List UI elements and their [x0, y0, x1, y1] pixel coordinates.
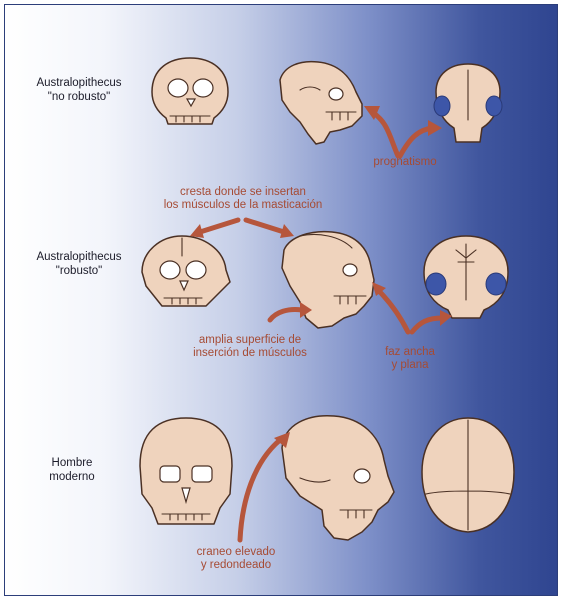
annotation-craneo-line1: craneo elevado [176, 546, 296, 559]
row-label-moderno: Hombre moderno [14, 456, 130, 484]
annotation-cresta-line2: los músculos de la masticación [118, 199, 368, 212]
skull-side-no-robusto [280, 62, 362, 144]
skull-top-no-robusto [434, 64, 502, 142]
row-label-robusto-line2: "robusto" [14, 264, 144, 278]
annotation-cara-line1: faz ancha [360, 346, 460, 359]
skull-top-robusto [424, 236, 508, 318]
annotation-craneo: craneo elevado y redondeado [176, 546, 296, 572]
skull-front-robusto [142, 236, 230, 306]
annotation-cresta-line1: cresta donde se insertan [118, 186, 368, 199]
annotation-superficie: amplia superficie de inserción de múscul… [160, 334, 340, 360]
annotation-superficie-line2: inserción de músculos [160, 347, 340, 360]
skull-side-moderno [282, 416, 394, 540]
arrow-prognatismo-left [364, 106, 398, 156]
row-label-no-robusto-line2: "no robusto" [14, 90, 144, 104]
skull-front-no-robusto [152, 58, 228, 124]
annotation-cara: faz ancha y plana [360, 346, 460, 372]
annotation-prognatismo-text: prognatismo [350, 156, 460, 169]
arrow-cresta-left [190, 220, 238, 238]
row-label-robusto-line1: Australopithecus [14, 250, 144, 264]
skull-side-robusto [282, 232, 374, 328]
arrow-cara-right [412, 310, 452, 332]
skull-front-moderno [140, 418, 232, 524]
annotation-cresta: cresta donde se insertan los músculos de… [118, 186, 368, 212]
row-label-moderno-line1: Hombre [14, 456, 130, 470]
arrow-cresta-right [246, 220, 294, 238]
annotation-craneo-line2: y redondeado [176, 559, 296, 572]
annotation-superficie-line1: amplia superficie de [160, 334, 340, 347]
row-label-moderno-line2: moderno [14, 470, 130, 484]
row-label-no-robusto-line1: Australopithecus [14, 76, 144, 90]
skull-top-moderno [422, 418, 514, 532]
row-label-no-robusto: Australopithecus "no robusto" [14, 76, 144, 104]
annotation-prognatismo: prognatismo [350, 156, 460, 169]
row-label-robusto: Australopithecus "robusto" [14, 250, 144, 278]
arrow-cara-left [372, 282, 408, 332]
annotation-cara-line2: y plana [360, 359, 460, 372]
arrow-prognatismo-right [400, 120, 442, 156]
